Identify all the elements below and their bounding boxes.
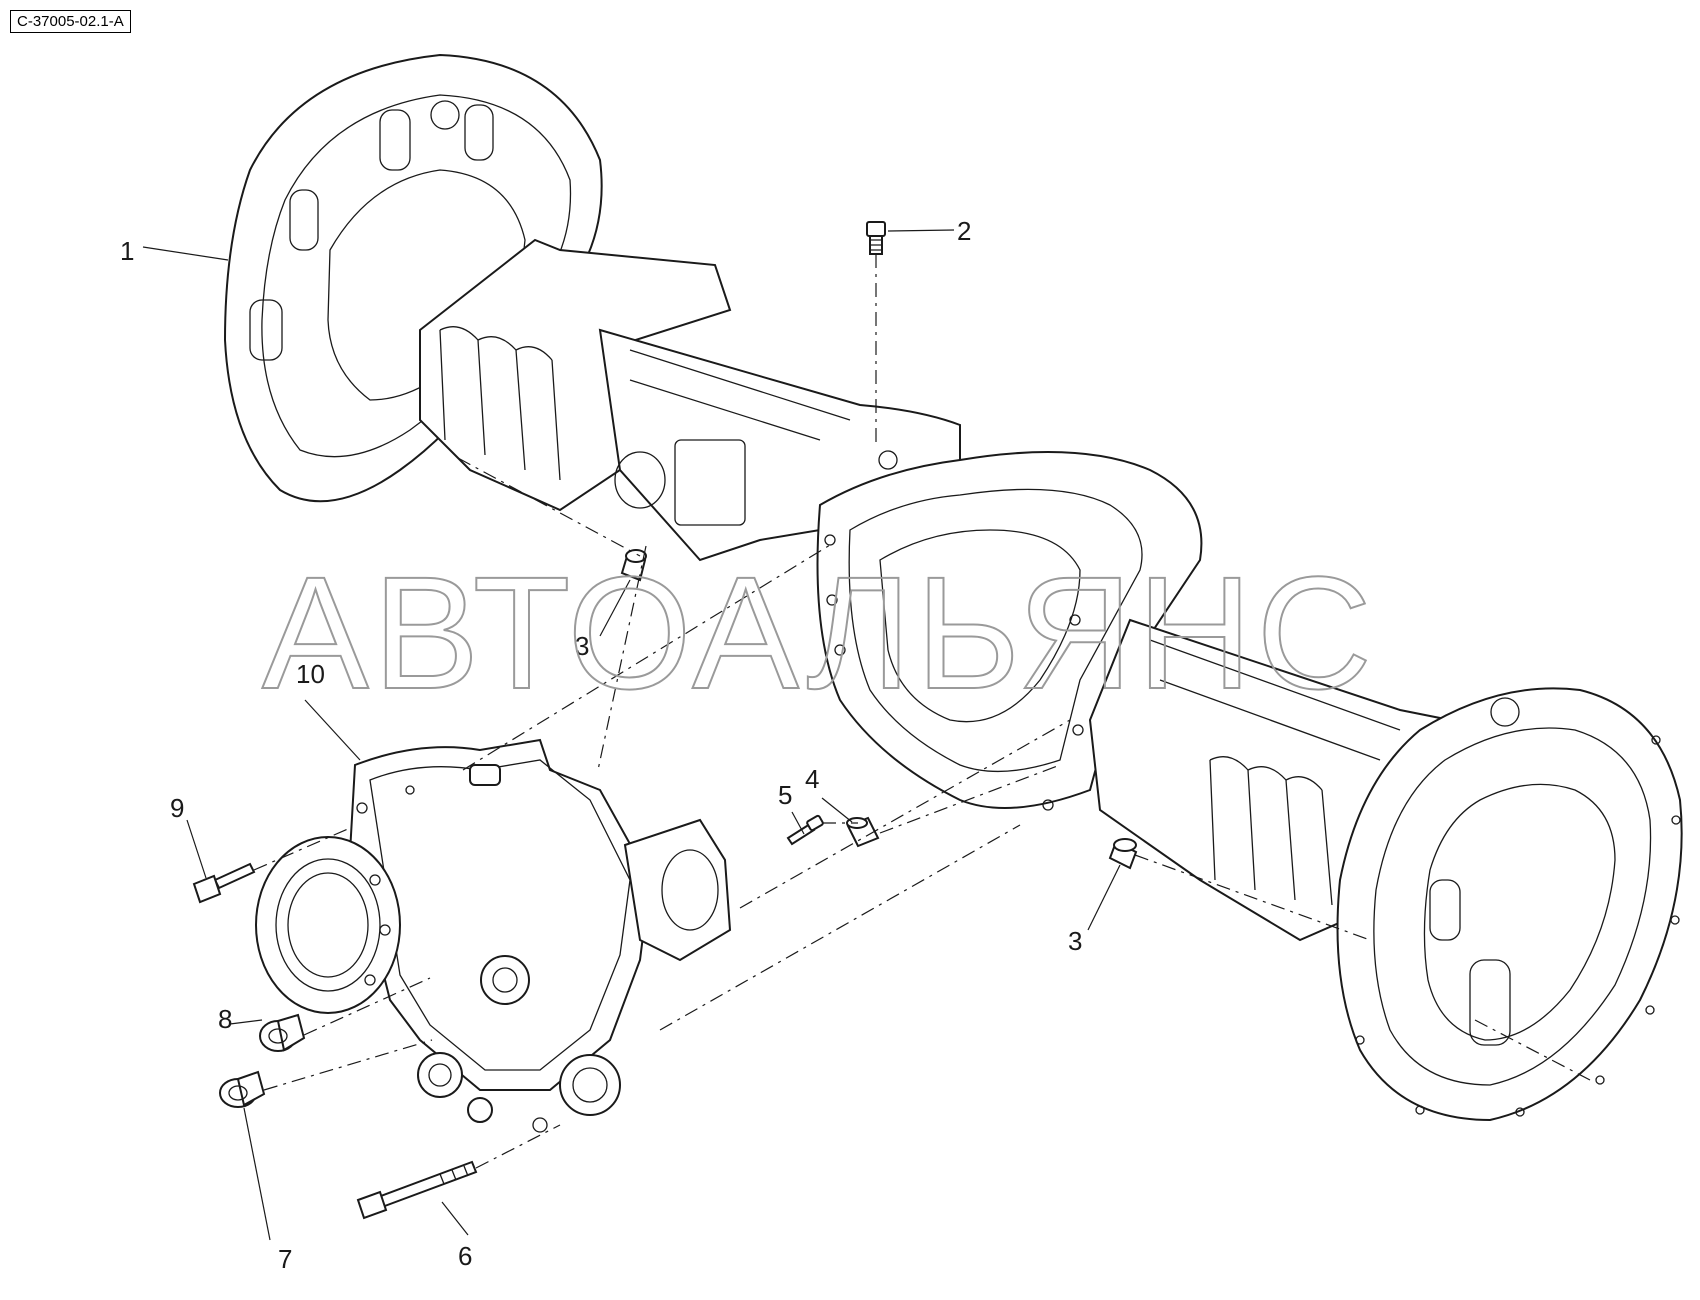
callout-3-right: 3	[1068, 926, 1082, 956]
callout-4: 4	[805, 764, 819, 794]
callout-labels: 1 2 3 3 4 5 6 7 8 9 10	[120, 216, 1082, 1274]
callout-1: 1	[120, 236, 134, 266]
long-bolt	[356, 1160, 478, 1220]
callout-8: 8	[218, 1004, 232, 1034]
callout-5: 5	[778, 780, 792, 810]
dowel-sleeve-right	[1108, 838, 1138, 870]
reference-code: C-37005-02.1-A	[10, 10, 131, 33]
assembly-lines	[253, 254, 1591, 1169]
watermark-text: АВТОАЛЬЯНС	[262, 543, 1376, 722]
leader-lines	[142, 229, 1121, 1241]
plug-7	[219, 1070, 266, 1108]
axle-housing	[223, 53, 1683, 1122]
callout-2: 2	[957, 216, 971, 246]
breather-plug	[866, 221, 886, 255]
callout-10: 10	[296, 659, 325, 689]
differential-carrier	[255, 738, 732, 1133]
bolt-9	[192, 862, 256, 904]
callout-7: 7	[278, 1244, 292, 1274]
callout-6: 6	[458, 1241, 472, 1271]
small-screw	[786, 814, 824, 846]
plug-8	[259, 1013, 306, 1052]
callout-3-left: 3	[575, 631, 589, 661]
dowel-sleeve-left	[620, 549, 647, 582]
callout-9: 9	[170, 793, 184, 823]
